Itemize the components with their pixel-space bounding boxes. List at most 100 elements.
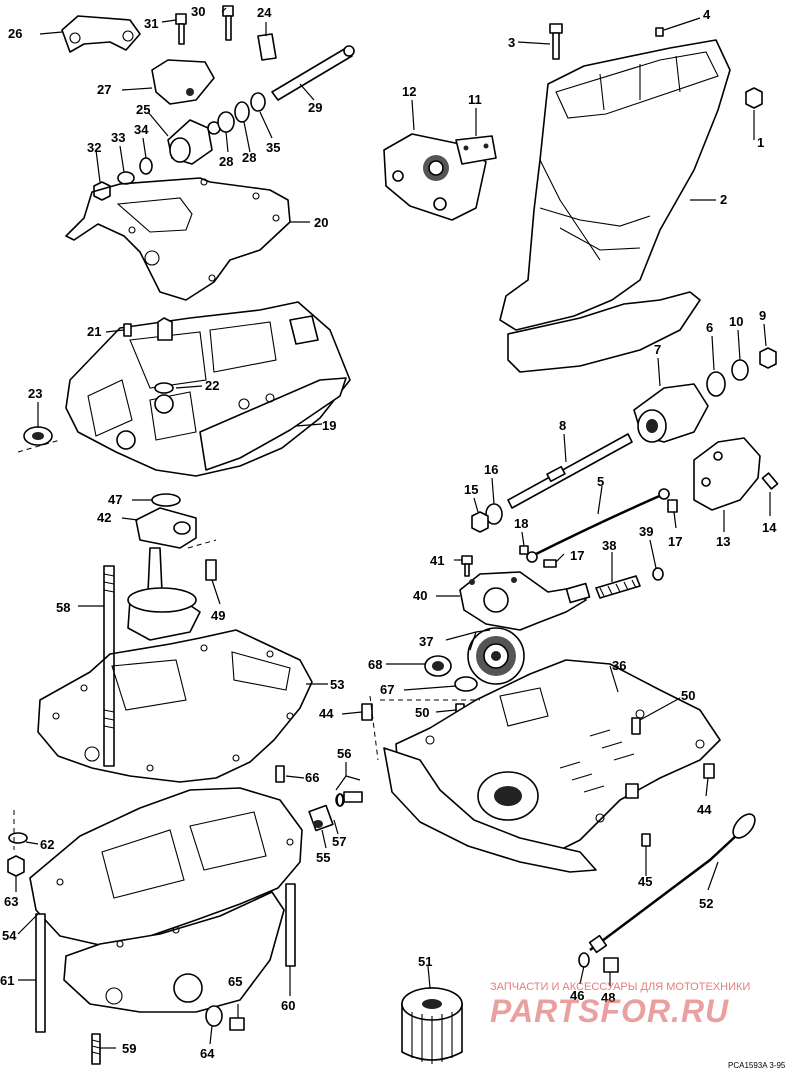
callout-32: 32 (87, 140, 101, 155)
through-bolt-8 (507, 433, 633, 509)
plug-44-left (361, 703, 373, 721)
dipstick-52 (588, 813, 756, 954)
oil-pan-36 (383, 659, 721, 873)
callout-7: 7 (654, 342, 661, 357)
callout-55: 55 (316, 850, 330, 865)
adaptor-plate-19 (65, 301, 351, 477)
callout-47: 47 (108, 492, 122, 507)
exhaust-gasket-53 (37, 629, 313, 783)
callout-3: 3 (508, 35, 515, 50)
fitting-55 (308, 804, 334, 832)
pump-gears-37 (467, 627, 525, 685)
callout-42: 42 (97, 510, 111, 525)
washer-33 (117, 171, 135, 185)
callout-26: 26 (8, 26, 22, 41)
callout-16: 16 (484, 462, 498, 477)
alignment-dash-49 (187, 539, 217, 549)
callout-39: 39 (639, 524, 653, 539)
washer-64 (205, 1005, 223, 1027)
callout-22: 22 (205, 378, 219, 393)
alignment-dash-44 (369, 695, 379, 761)
screw-17-right (667, 499, 678, 513)
bolt-31 (175, 13, 187, 45)
callout-17-left: 17 (570, 548, 584, 563)
nut-15 (471, 511, 489, 533)
callout-35: 35 (266, 140, 280, 155)
callout-44-left: 44 (319, 706, 334, 721)
driveshaft-housing-2 (499, 39, 731, 373)
callout-50-left: 50 (415, 705, 429, 720)
callout-10: 10 (729, 314, 743, 329)
callout-52: 52 (699, 896, 713, 911)
watermark-logo: PARTSFOR.RU (490, 993, 729, 1029)
exhaust-housing-54 (29, 787, 303, 1013)
callout-labels: 1 2 3 4 5 6 7 8 9 10 11 12 13 14 15 16 1… (0, 4, 777, 1061)
callout-11: 11 (468, 92, 482, 107)
relief-spring-38 (595, 575, 641, 599)
dowel-4 (655, 27, 664, 37)
callout-29: 29 (308, 100, 322, 115)
nut-32 (93, 181, 111, 201)
screw-49 (205, 559, 217, 581)
nut-1 (745, 87, 763, 109)
callout-20: 20 (314, 215, 328, 230)
callout-51: 51 (418, 954, 432, 969)
stud-60 (285, 883, 296, 967)
oring-47 (151, 493, 181, 507)
screw-3 (549, 23, 563, 60)
callout-30: 30 (191, 4, 205, 19)
callout-61: 61 (0, 973, 14, 988)
callout-2: 2 (720, 192, 727, 207)
callout-40: 40 (413, 588, 427, 603)
callout-28a: 28 (219, 154, 233, 169)
ring-39 (652, 567, 664, 581)
oring-46 (578, 952, 590, 968)
callout-12: 12 (402, 84, 416, 99)
callout-23: 23 (28, 386, 42, 401)
callout-21: 21 (87, 324, 101, 339)
callout-31: 31 (144, 16, 158, 31)
callout-59: 59 (122, 1041, 136, 1056)
callout-57: 57 (332, 834, 346, 849)
clamp-27 (151, 59, 215, 105)
oil-pump-cover-40 (459, 571, 591, 631)
cover-13 (693, 437, 761, 511)
callout-56: 56 (337, 746, 351, 761)
callout-66: 66 (305, 770, 319, 785)
callout-34: 34 (134, 122, 149, 137)
shaft-29 (271, 45, 355, 101)
plug-44-right (703, 763, 715, 779)
dowel-18 (519, 545, 529, 555)
stud-61 (35, 913, 46, 1033)
callout-45: 45 (638, 874, 652, 889)
callout-49: 49 (211, 608, 225, 623)
callout-63: 63 (4, 894, 18, 909)
callout-64: 64 (200, 1046, 215, 1061)
callout-13: 13 (716, 534, 730, 549)
dowel-21 (123, 323, 132, 337)
upper-mount-bracket-26 (61, 15, 141, 53)
callout-53: 53 (330, 677, 344, 692)
plate-11 (455, 135, 497, 165)
callout-48: 48 (601, 990, 615, 1005)
callout-25: 25 (136, 102, 150, 117)
oring-57 (336, 793, 344, 807)
dowel-45 (641, 833, 651, 847)
mount-25 (167, 119, 221, 165)
callout-28b: 28 (242, 150, 256, 165)
screw-17-left (543, 559, 557, 568)
callout-41: 41 (430, 553, 444, 568)
nut-9 (759, 347, 777, 369)
callout-33: 33 (111, 130, 125, 145)
oil-filter-51 (401, 987, 463, 1064)
callout-68: 68 (368, 657, 382, 672)
callout-50-right: 50 (681, 688, 695, 703)
washer-62 (8, 832, 28, 844)
callout-44-right: 44 (697, 802, 712, 817)
gasket-20 (65, 177, 291, 301)
callout-46: 46 (570, 988, 584, 1003)
callout-36: 36 (612, 658, 626, 673)
washer-10 (731, 359, 749, 381)
